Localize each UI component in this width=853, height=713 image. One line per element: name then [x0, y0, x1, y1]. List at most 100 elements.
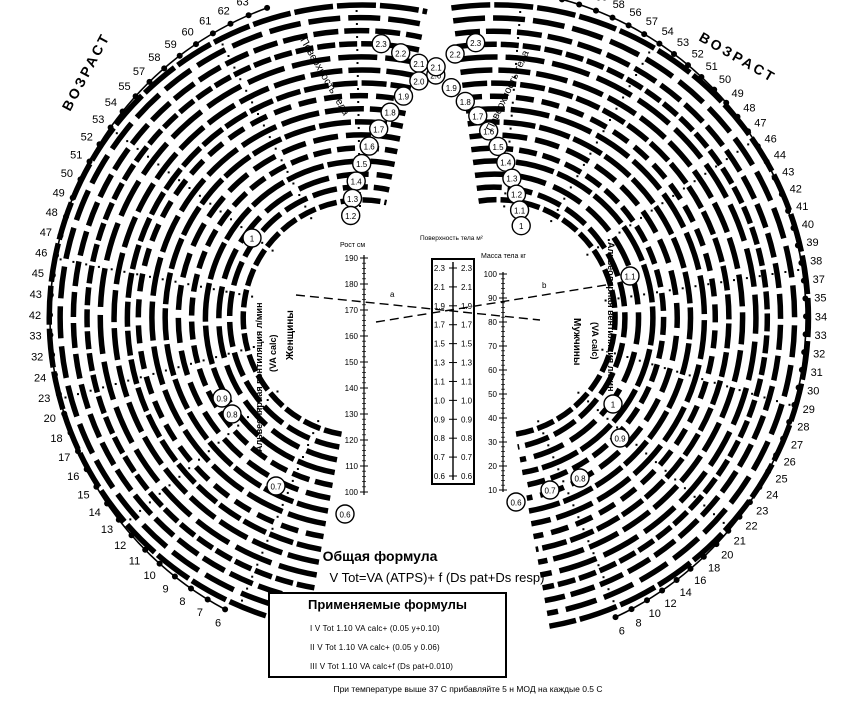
- right-age-label: 16: [694, 575, 706, 587]
- right-vent-tick: [582, 163, 585, 166]
- left-age-label: 32: [31, 352, 43, 364]
- right-age-label: 18: [708, 563, 720, 575]
- right-age-dot: [659, 587, 666, 594]
- left-surface-circle: [266, 476, 286, 496]
- right-vent-tick: [592, 552, 595, 555]
- left-vent-tick: [355, 10, 358, 12]
- left-surface-circle: [222, 404, 242, 424]
- right-vent-arc: [460, 67, 746, 565]
- right-vent-tick: [604, 299, 607, 302]
- right-surface-circle: [620, 266, 640, 286]
- right-age-dot: [628, 606, 635, 613]
- right-vent-tick: [596, 409, 599, 412]
- left-surface-circle: [488, 136, 508, 157]
- left-vent-tick: [227, 55, 230, 57]
- right-vent-tick: [720, 281, 723, 284]
- left-vent-tick: [357, 88, 359, 90]
- left-vent-tick: [148, 501, 151, 504]
- right-vent-tick: [512, 88, 515, 91]
- right-surface-circle-label: 1.3: [347, 195, 359, 204]
- left-vent-tick: [317, 420, 320, 423]
- right-vent-tick: [668, 289, 671, 292]
- left-vent-tick: [247, 416, 249, 419]
- right-vent-tick: [615, 107, 618, 110]
- left-vent-tick: [256, 563, 259, 566]
- left-age-dot: [204, 596, 211, 603]
- left-vent-arc: [216, 171, 393, 463]
- left-vent-tick: [292, 182, 295, 185]
- right-vent-tick: [519, 11, 522, 13]
- height-tick-label: 170: [345, 306, 359, 315]
- left-vent-tick: [188, 187, 191, 189]
- left-age-dot: [188, 585, 194, 592]
- right-age-label: 12: [664, 598, 676, 610]
- right-vent-tick: [651, 363, 654, 366]
- left-vent-arc: [111, 67, 415, 565]
- right-age-label: 6: [619, 626, 625, 638]
- right-vent-tick: [726, 385, 729, 388]
- left-age-dot: [222, 606, 229, 613]
- right-age-label: 56: [629, 7, 641, 19]
- right-vent-tick: [747, 143, 750, 146]
- left-surface-circle: [511, 215, 531, 236]
- right-age-label: 26: [784, 457, 796, 469]
- right-vent-arc: [456, 41, 771, 591]
- right-vent-tick: [542, 432, 545, 435]
- left-vent-tick: [358, 153, 361, 155]
- right-vent-tick: [654, 461, 657, 464]
- left-surface-circle-label: 1.4: [500, 159, 512, 168]
- formula-line-2: II V Tot 1.10 VA calc+ (0.05 y 0.06): [310, 643, 440, 652]
- left-surface-circle-label: 1.3: [506, 175, 518, 184]
- right-vent-tick: [628, 85, 631, 88]
- vcalc-label-right: (VA calc): [590, 322, 600, 360]
- surface-tick-label-left: 1.3: [434, 359, 446, 368]
- right-surface-circle-label: 2.2: [450, 51, 462, 60]
- right-vent-tick: [656, 291, 658, 294]
- left-age-label: 13: [101, 524, 113, 536]
- right-vent-tick: [602, 576, 605, 579]
- surface-tick-label-right: 1.3: [461, 359, 473, 368]
- left-age-dot: [47, 292, 54, 298]
- left-age-label: 16: [67, 471, 79, 483]
- right-vent-tick: [550, 220, 553, 223]
- left-age-dot: [86, 158, 93, 165]
- left-vent-tick: [280, 159, 283, 162]
- right-surface-circle-label: 1.1: [624, 273, 636, 282]
- left-vent-tick: [281, 503, 284, 506]
- right-vent-tick: [676, 370, 679, 373]
- left-age-label: 48: [46, 207, 58, 219]
- line-b-label: b: [542, 281, 547, 290]
- left-age-dot: [77, 176, 84, 183]
- right-surface-circle: [393, 86, 414, 106]
- right-surface-circle: [359, 136, 379, 156]
- left-age-label: 18: [50, 433, 62, 445]
- left-age-label: 17: [58, 452, 70, 464]
- left-vent-tick: [230, 218, 232, 221]
- right-age-label: 39: [806, 237, 818, 249]
- right-vent-tick: [518, 24, 521, 26]
- left-surface-circle-label: 1.2: [511, 191, 523, 200]
- left-vent-tick: [97, 265, 100, 268]
- left-age-dot: [49, 351, 56, 358]
- applied-formulas-title: Применяемые формулы: [308, 597, 467, 612]
- left-vent-arc: [70, 27, 423, 604]
- right-age-label: 35: [814, 293, 826, 305]
- left-age-label: 10: [143, 570, 155, 582]
- left-age-label: 43: [30, 289, 42, 301]
- formula-line-1: I V Tot 1.10 VA calc+ (0.05 y+0.10): [310, 624, 440, 633]
- right-age-dot: [625, 22, 632, 29]
- right-vent-tick: [597, 564, 600, 567]
- right-age-label: 54: [662, 26, 674, 38]
- right-vent-tick: [601, 348, 604, 351]
- right-vent-tick: [537, 420, 540, 423]
- left-vent-tick: [312, 432, 315, 435]
- height-tick-label: 110: [345, 462, 358, 471]
- left-vent-tick: [178, 179, 181, 182]
- left-vent-tick: [359, 205, 361, 207]
- left-vent-tick: [168, 484, 171, 487]
- right-age-label: 47: [754, 118, 766, 130]
- right-vent-tick: [784, 271, 787, 273]
- right-age-dot: [609, 14, 616, 21]
